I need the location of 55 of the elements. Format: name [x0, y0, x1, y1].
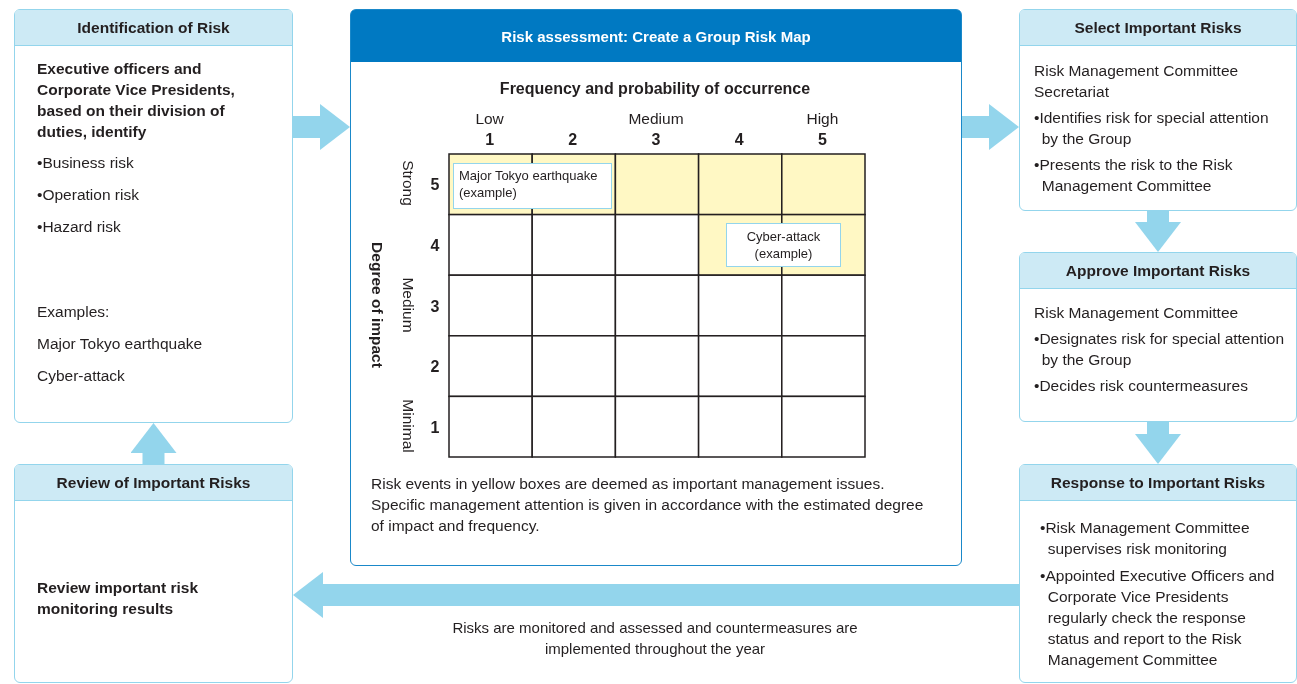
tick-label: 5: [430, 176, 440, 195]
body-text: •Decides risk countermeasures: [1034, 376, 1249, 396]
body-text: •Hazard risk: [37, 217, 122, 237]
block-arrow: [1135, 211, 1181, 252]
body-text: •Business risk: [37, 153, 135, 173]
tick-label: 1: [485, 131, 495, 149]
card-header: Review of Important Risks: [15, 465, 292, 501]
panel: [350, 9, 962, 566]
body-text: •Designates risk for special attention by the Group: [1034, 329, 1286, 370]
body-text: Examples:: [37, 302, 111, 322]
note-text: Risk events in yellow boxes are deemed as important management issues. Specific management attention is given in accordance with the estimated degree of impact and frequency.: [371, 474, 925, 536]
body-text: •Risk Management Committee supervises risk monitoring: [1040, 518, 1251, 559]
process-card: [14, 464, 293, 683]
example-box: Major Tokyo earthquake (example): [453, 163, 612, 209]
tick-label: 3: [651, 131, 661, 149]
axis-label: Minimal: [399, 399, 417, 453]
body-text: Major Tokyo earthquake: [37, 334, 204, 354]
body-text: •Identifies risk for special attention by the Group: [1034, 108, 1270, 149]
example-box: Cyber-attack (example): [726, 223, 841, 267]
process-card: [1019, 252, 1297, 422]
tick-label: 1: [430, 418, 440, 437]
axis-title: Degree of impact: [368, 241, 386, 368]
axis-label: Strong: [399, 160, 417, 207]
axis-title: Frequency and probability of occurrence: [499, 80, 811, 98]
tick-label: 2: [568, 131, 578, 149]
axis-label: Medium: [399, 277, 417, 333]
block-arrow: [130, 423, 177, 464]
tick-label: 5: [817, 131, 827, 149]
block-arrow: [962, 104, 1019, 150]
block-arrow: [293, 104, 350, 150]
body-text: •Operation risk: [37, 185, 140, 205]
body-text: •Presents the risk to the Risk Management Committee: [1034, 155, 1234, 196]
body-text: Review important risk monitoring results: [37, 578, 200, 619]
tick-label: 4: [430, 237, 440, 255]
axis-label: Low: [475, 110, 504, 128]
process-card: [1019, 9, 1297, 211]
tick-label: 4: [734, 131, 744, 149]
card-header: Identification of Risk: [15, 10, 292, 46]
body-text: Risk Management Committee: [1034, 303, 1240, 323]
card-header: Risk assessment: Create a Group Risk Map: [351, 10, 961, 62]
body-text: •Appointed Executive Officers and Corporate Vice Presidents regularly check the response status and report to the Risk Management Committee: [1040, 566, 1276, 670]
tick-label: 3: [430, 297, 440, 316]
axis-label: High: [806, 110, 839, 128]
body-text: Risk Management Committee Secretariat: [1034, 61, 1240, 102]
card-header: Select Important Risks: [1020, 10, 1296, 46]
block-arrow: [293, 572, 1019, 618]
body-text: Cyber-attack: [37, 366, 126, 386]
process-card: [14, 9, 293, 423]
body-text: Executive officers and Corporate Vice Presidents, based on their division of duties, identify: [37, 59, 236, 142]
card-header: Approve Important Risks: [1020, 253, 1296, 289]
tick-label: 2: [430, 358, 440, 377]
block-arrow: [1135, 422, 1181, 464]
process-card: [1019, 464, 1297, 683]
axis-label: Medium: [628, 110, 684, 128]
card-header: Response to Important Risks: [1020, 465, 1296, 501]
